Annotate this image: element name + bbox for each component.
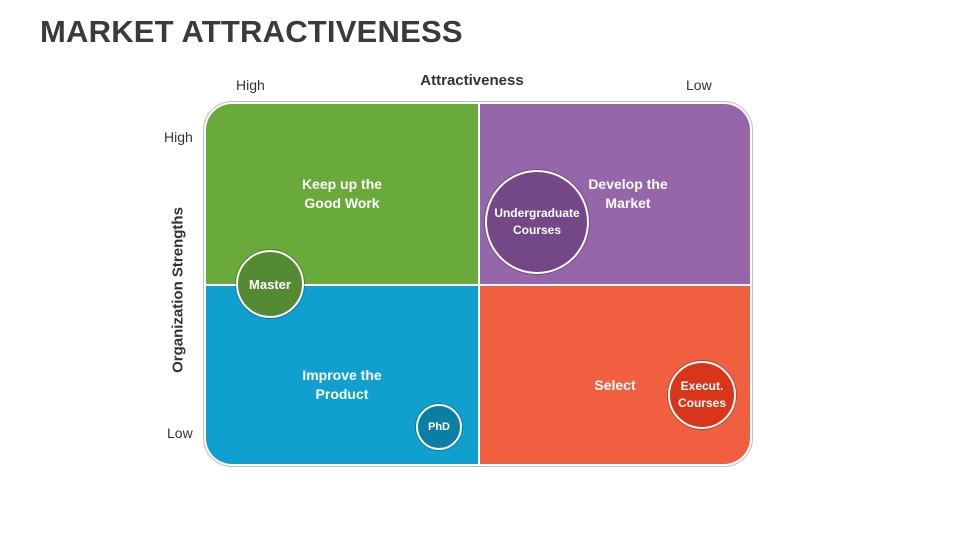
y-axis-low-label: Low: [167, 425, 193, 441]
bubble-phd: PhD: [416, 404, 462, 450]
quadrant-label-develop-market: Develop the Market: [588, 176, 668, 211]
page-title: MARKET ATTRACTIVENESS: [40, 14, 463, 49]
bubble-executive-courses: Execut. Courses: [668, 361, 736, 429]
x-axis-high-label: High: [236, 77, 265, 93]
bubble-undergraduate-courses: Undergraduate Courses: [485, 170, 589, 274]
quadrant-label-improve-product: Improve the Product: [302, 367, 382, 402]
y-axis-title: Organization Strengths: [169, 207, 187, 373]
bubble-master: Master: [236, 250, 304, 318]
quadrant-label-select: Select: [594, 377, 636, 393]
x-axis-title: Attractiveness: [420, 72, 524, 89]
quadrant-label-keep-up: Keep up the Good Work: [301, 176, 383, 211]
x-axis-low-label: Low: [686, 77, 712, 93]
y-axis-high-label: High: [164, 129, 193, 145]
